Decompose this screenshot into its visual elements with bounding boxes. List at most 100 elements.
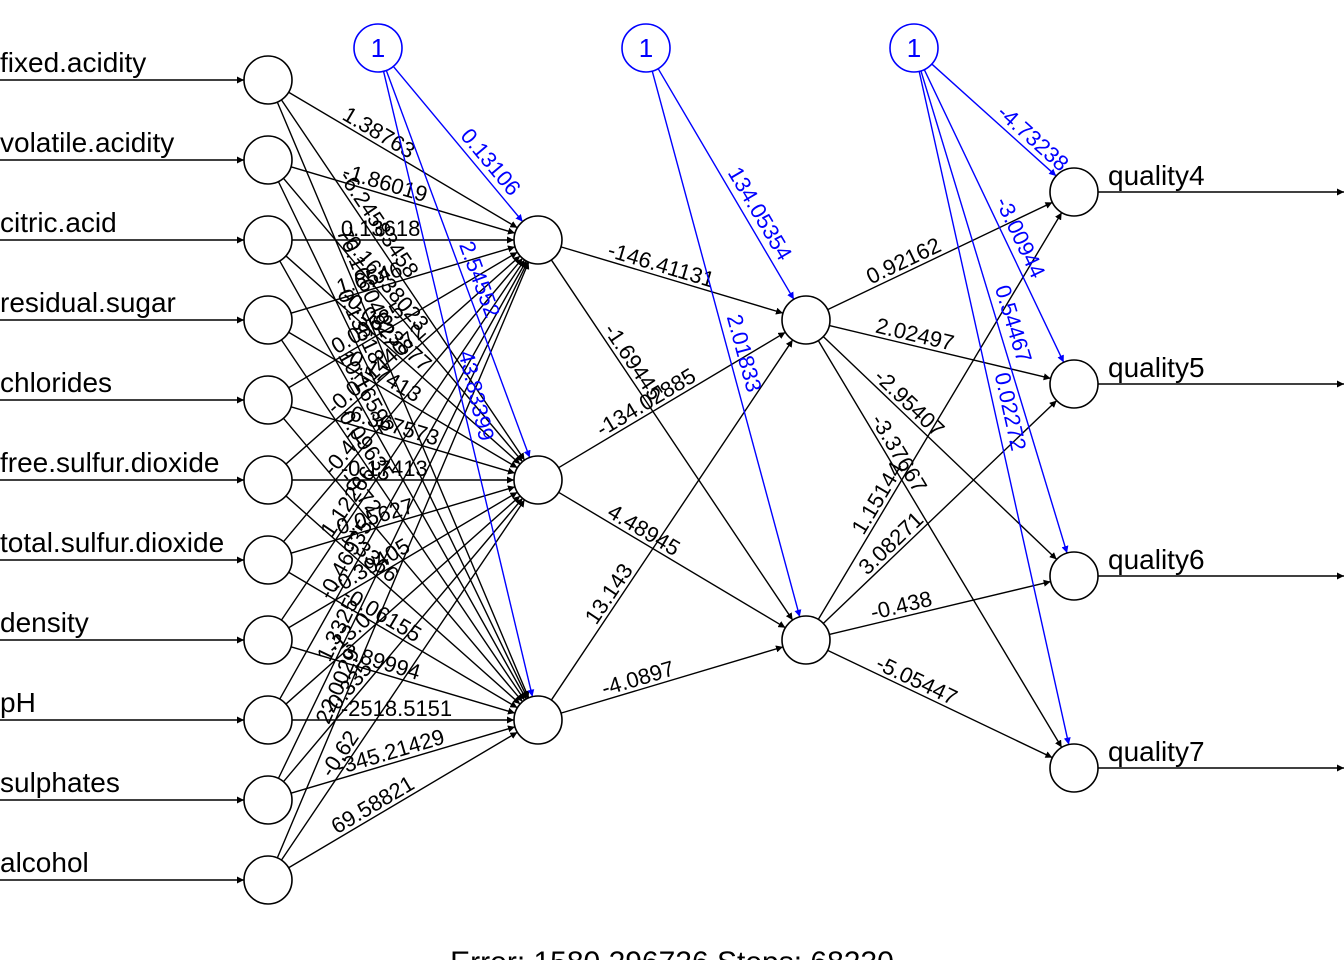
- input-label-chlorides: chlorides: [0, 367, 112, 398]
- edge-h20-out2: [822, 336, 1058, 560]
- footer-error-steps: Error: 1580.296726 Steps: 68230: [450, 946, 894, 960]
- edge-input9-h10: [277, 261, 529, 779]
- bias-node-label: 1: [371, 33, 385, 63]
- h2-node-0: [781, 295, 831, 345]
- edge-h20-out3: [817, 340, 1063, 748]
- input-node-9: [243, 775, 293, 825]
- edge-h21-out0: [817, 212, 1063, 620]
- input-node-1: [243, 135, 293, 185]
- input-label-sulphates: sulphates: [0, 767, 120, 798]
- input-node-4: [243, 375, 293, 425]
- input-node-5: [243, 455, 293, 505]
- edge-h20-out1: [829, 324, 1051, 381]
- edge-h10-h21: [550, 259, 794, 621]
- bias-weight-label: 0.13106: [456, 123, 526, 200]
- edge-weight-label: -0.438: [868, 586, 934, 625]
- input-label-residual-sugar: residual.sugar: [0, 287, 176, 318]
- edge-weight-label: 1.38763: [338, 101, 419, 163]
- edge-weight-label: 13.143: [580, 559, 638, 629]
- bias-edge-1-h21: [651, 70, 802, 618]
- edge-weight-label: 4.48945: [603, 499, 684, 561]
- edge-weight-label: 69.58821: [327, 771, 419, 839]
- bias-weight-label: -4.73238: [992, 100, 1073, 177]
- edge-h20-out0: [827, 201, 1053, 311]
- bias-edge-0-h10: [392, 65, 524, 223]
- bias-edge-2-out2: [920, 70, 1069, 554]
- input-label-fixed-acidity: fixed.acidity: [0, 47, 146, 78]
- input-label-pH: pH: [0, 687, 36, 718]
- h1-node-2: [513, 695, 563, 745]
- input-label-total-sulfur-dioxide: total.sulfur.dioxide: [0, 527, 224, 558]
- output-label-quality6: quality6: [1108, 544, 1205, 575]
- bias-edges-layer: 0.131062.5455243.83399134.053542.01833-4…: [382, 63, 1074, 745]
- output-label-quality7: quality7: [1108, 736, 1205, 767]
- edge-input4-h10: [288, 251, 518, 389]
- h2-node-1: [781, 615, 831, 665]
- input-node-8: [243, 695, 293, 745]
- edge-weight-label: 0.92162: [862, 232, 945, 289]
- bias-weight-label: 0.02272: [990, 370, 1032, 453]
- edge-h12-h20: [550, 339, 794, 701]
- edge-input10-h12: [288, 731, 518, 869]
- edge-input6-h10: [282, 257, 524, 543]
- input-node-10: [243, 855, 293, 905]
- bias-weight-label: -3.00944: [991, 193, 1051, 282]
- out-node-2: [1049, 551, 1099, 601]
- edge-weight-label: -5.05447: [872, 650, 961, 710]
- out-node-1: [1049, 359, 1099, 409]
- edge-h10-h20: [560, 246, 784, 315]
- edge-h21-out1: [822, 400, 1058, 624]
- input-label-volatile-acidity: volatile.acidity: [0, 127, 174, 158]
- input-label-citric-acid: citric.acid: [0, 207, 117, 238]
- edge-h21-out3: [827, 649, 1053, 759]
- nodes-layer: 1 1 1: [243, 23, 1099, 905]
- bias-edge-2-out1: [923, 69, 1065, 363]
- edge-input3-h10: [290, 245, 516, 314]
- bias-edge-2-out3: [918, 71, 1071, 745]
- bias-edge-1-h20: [657, 68, 795, 300]
- bias-edge-0-h11: [385, 70, 531, 458]
- input-label-free-sulfur-dioxide: free.sulfur.dioxide: [0, 447, 219, 478]
- edge-h11-h21: [558, 491, 786, 629]
- bias-node-1: [621, 23, 671, 73]
- edge-weight-label: -146.41131: [605, 237, 717, 292]
- input-label-density: density: [0, 607, 89, 638]
- edge-weight-label: -2518.5151: [341, 696, 452, 721]
- edge-h21-out2: [829, 579, 1051, 636]
- edge-input8-h10: [279, 260, 527, 700]
- edge-input7-h10: [280, 259, 526, 621]
- output-label-quality4: quality4: [1108, 160, 1205, 191]
- bias-node-label: 1: [907, 33, 921, 63]
- bias-edge-0-h12: [382, 71, 535, 697]
- out-node-3: [1049, 743, 1099, 793]
- input-node-2: [243, 215, 293, 265]
- bias-node-0: [353, 23, 403, 73]
- h1-node-0: [513, 215, 563, 265]
- edges-layer: 1.38763-6.2458345876.16604927-1.86019-0.…: [276, 91, 1063, 869]
- io-arrows-layer: [0, 76, 1344, 884]
- edge-input9-h12: [290, 725, 516, 794]
- edge-h12-h21: [560, 645, 784, 714]
- edge-input0-h10: [288, 91, 518, 229]
- input-node-0: [243, 55, 293, 105]
- edge-h11-h20: [558, 331, 786, 469]
- edge-input1-h10: [290, 166, 516, 235]
- input-node-6: [243, 535, 293, 585]
- edge-weight-label: 2.02497: [873, 313, 956, 356]
- edge-input5-h10: [285, 255, 521, 465]
- edge-input8-h11: [285, 495, 521, 705]
- bias-node-2: [889, 23, 939, 73]
- bias-edge-2-out0: [931, 63, 1057, 177]
- input-label-alcohol: alcohol: [0, 847, 89, 878]
- edge-input10-h10: [276, 261, 530, 859]
- edge-input10-h11: [280, 499, 526, 861]
- bias-weight-label: 134.05354: [723, 162, 797, 264]
- bias-node-label: 1: [639, 33, 653, 63]
- labels-layer: fixed.acidity volatile.acidity citric.acid…: [0, 47, 1205, 878]
- edge-input9-h11: [282, 497, 524, 783]
- edge-weight-label: 0.13618: [341, 216, 421, 241]
- out-node-0: [1049, 167, 1099, 217]
- output-label-quality5: quality5: [1108, 352, 1205, 383]
- edge-weight-label: -4.0897: [599, 656, 678, 701]
